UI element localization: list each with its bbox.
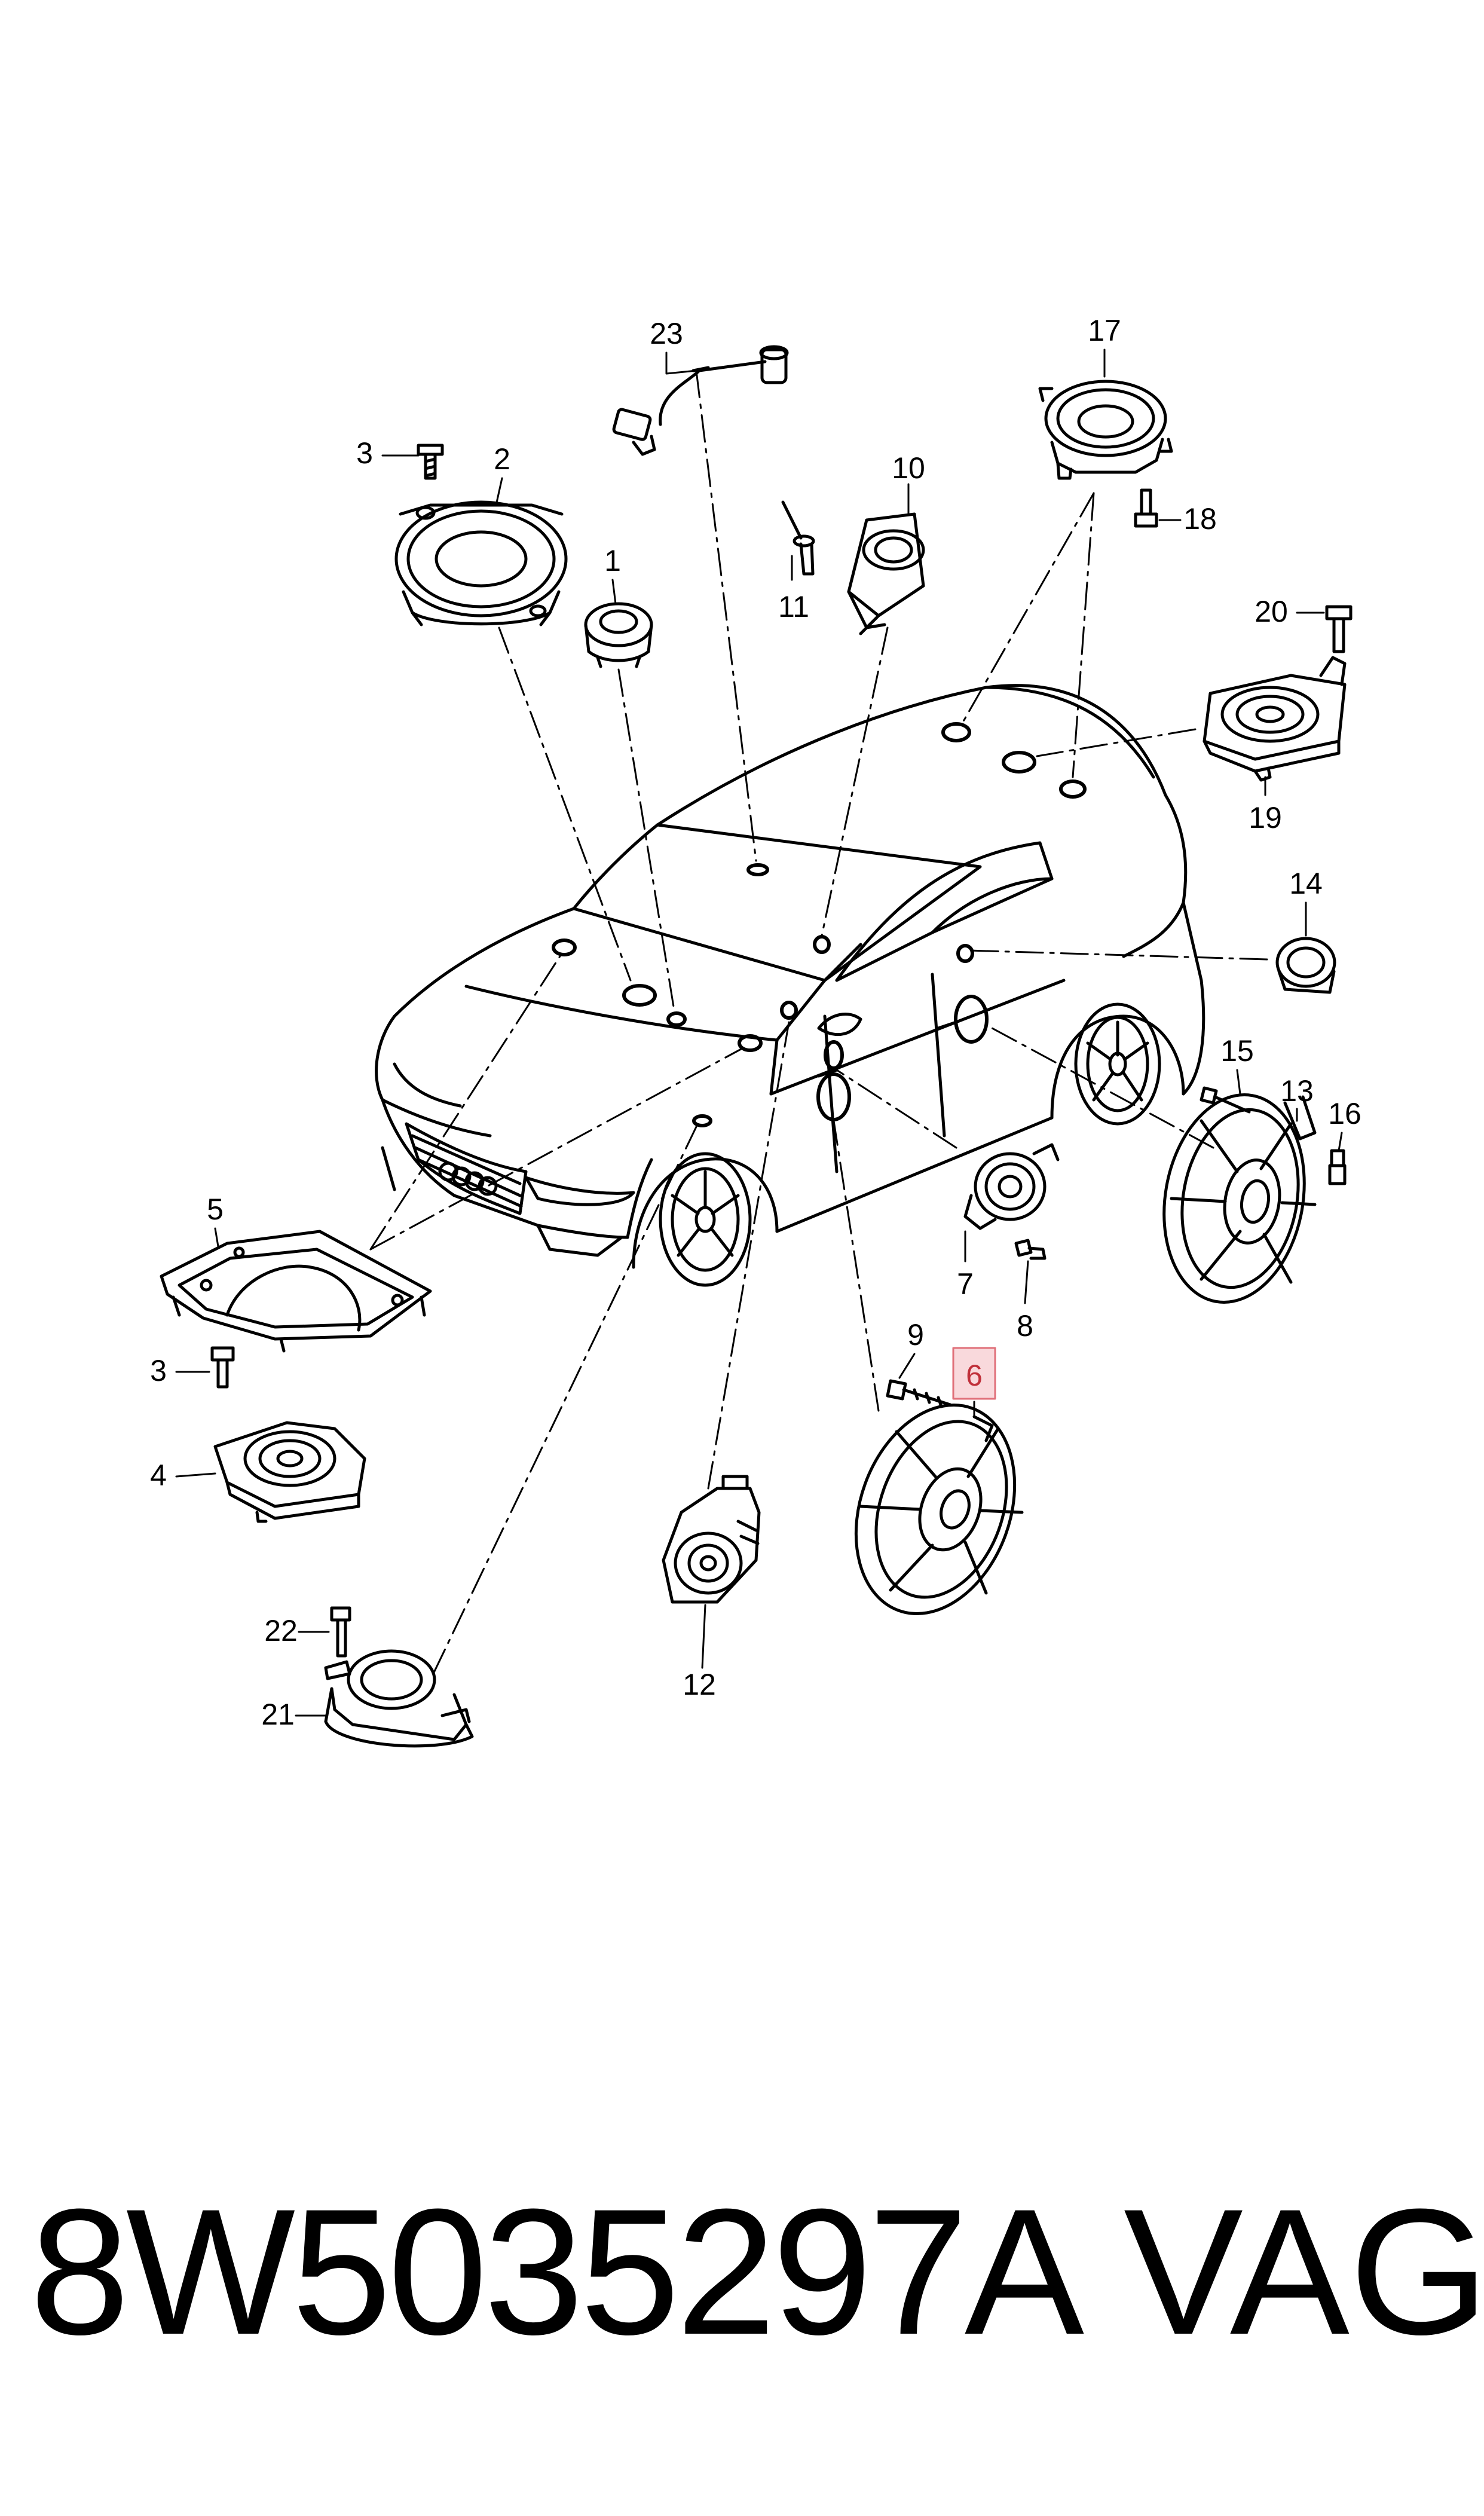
callout-6: 6 <box>966 1359 983 1392</box>
part-20-screw <box>1325 605 1353 653</box>
part-14-speaker <box>1275 937 1336 994</box>
part-17-speaker <box>1038 380 1173 480</box>
callout-9: 9 <box>907 1318 924 1352</box>
part-23-cable <box>612 345 789 456</box>
manufacturer: VAG <box>1124 2171 1484 2372</box>
callout-23: 23 <box>650 317 683 350</box>
callout-2: 2 <box>494 442 510 476</box>
callout-17: 17 <box>1088 314 1121 347</box>
part-16-clip <box>1328 1149 1347 1185</box>
part-11-rivet <box>781 500 815 576</box>
callout-12: 12 <box>683 1668 716 1701</box>
callout-labels: 23 17 10 3 2 18 1 11 20 19 14 15 13 16 5… <box>150 314 1361 1731</box>
callout-21: 21 <box>261 1698 295 1731</box>
callout-6-highlighted: 6 <box>952 1347 996 1400</box>
part-19-speaker <box>1203 656 1347 782</box>
callout-3-top: 3 <box>356 436 373 470</box>
callout-4: 4 <box>150 1459 167 1492</box>
callout-13: 13 <box>1280 1074 1314 1108</box>
part-22-screw <box>330 1606 351 1658</box>
callout-10: 10 <box>892 451 925 485</box>
mount-locations <box>552 722 1087 1127</box>
callout-3-bottom: 3 <box>150 1354 167 1387</box>
part-13-woofer <box>1162 1093 1317 1304</box>
part-2-speaker <box>394 500 568 626</box>
part-number: 8W5035297A <box>30 2171 1084 2372</box>
callout-11: 11 <box>778 590 809 623</box>
part-15-screw <box>1200 1086 1251 1114</box>
part-7-tweeter <box>963 1143 1060 1230</box>
callout-15: 15 <box>1220 1034 1254 1068</box>
part-3-screw-bottom <box>210 1346 235 1389</box>
callout-8: 8 <box>1017 1309 1033 1343</box>
part-5-bracket <box>160 1230 432 1353</box>
part-4-speaker <box>213 1421 366 1523</box>
part-1-tweeter <box>584 602 653 668</box>
part-8-screw <box>1014 1239 1047 1260</box>
callout-ticks <box>175 348 1343 1717</box>
callout-18: 18 <box>1183 502 1217 536</box>
callout-16: 16 <box>1328 1097 1361 1130</box>
callout-5: 5 <box>207 1193 224 1226</box>
part-21-speaker <box>324 1649 474 1748</box>
callout-7: 7 <box>957 1267 974 1301</box>
part-12-speaker-housing <box>662 1475 761 1604</box>
part-6-woofer <box>854 1404 1024 1615</box>
part-3-screw-top <box>417 444 444 480</box>
callout-22: 22 <box>264 1614 298 1647</box>
leader-lines <box>369 369 1268 1675</box>
part-18-screw <box>1134 488 1158 528</box>
callout-14: 14 <box>1289 867 1323 900</box>
car-body <box>375 684 1205 1287</box>
part-10-tweeter <box>847 512 925 635</box>
callout-19: 19 <box>1249 801 1282 834</box>
callout-20: 20 <box>1254 595 1288 628</box>
part-9-screw <box>886 1379 952 1408</box>
callout-1: 1 <box>604 544 621 577</box>
footer: 8W5035297A VAG <box>0 2164 1484 2379</box>
